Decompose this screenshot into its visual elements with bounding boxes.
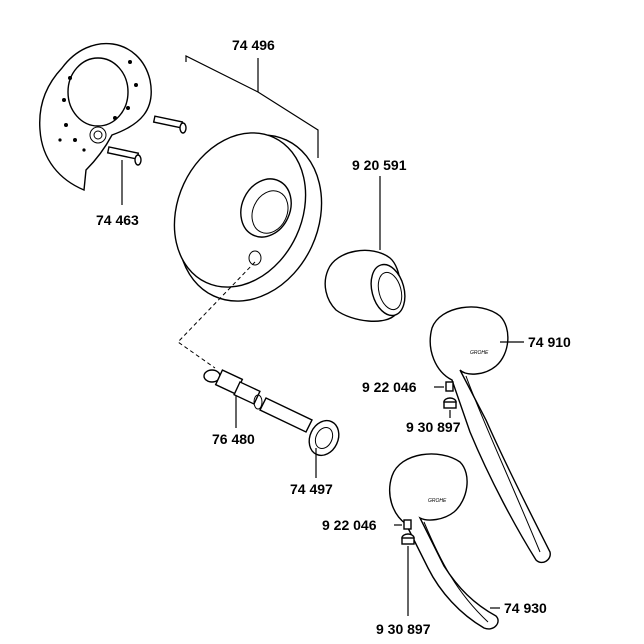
label-lever-upper: 74 910 — [528, 334, 571, 350]
brand-mark-lower: GROHE — [428, 498, 447, 504]
lever-upper: GROHE — [429, 306, 551, 564]
cap-lower — [401, 533, 415, 545]
label-spindle-extension: 74 497 — [290, 481, 333, 497]
sleeve — [324, 249, 406, 322]
rosette-cover — [173, 132, 323, 302]
assembly-guide-line — [177, 261, 256, 369]
lever-lower: GROHE — [388, 453, 499, 630]
label-grub-screw-lower: 9 22 046 — [322, 517, 377, 533]
cap-upper — [443, 397, 457, 409]
screw-lower — [106, 146, 142, 166]
label-cap-lower: 9 30 897 — [376, 621, 431, 637]
grub-screw-lower — [403, 519, 412, 530]
label-cap-upper: 9 30 897 — [406, 419, 461, 435]
label-screws: 74 463 — [96, 212, 139, 228]
label-cartridge: 76 480 — [212, 431, 255, 447]
label-sleeve: 9 20 591 — [352, 157, 407, 173]
spindle-extension — [259, 397, 340, 457]
label-grub-screw-upper: 9 22 046 — [362, 379, 417, 395]
brand-mark-upper: GROHE — [470, 350, 489, 356]
grub-screw-upper — [445, 381, 454, 392]
cartridge — [203, 369, 263, 410]
label-lever-lower: 74 930 — [504, 600, 547, 616]
label-rosette-cover: 74 496 — [232, 37, 275, 53]
screw-upper — [152, 115, 187, 134]
mounting-plate — [39, 42, 152, 192]
